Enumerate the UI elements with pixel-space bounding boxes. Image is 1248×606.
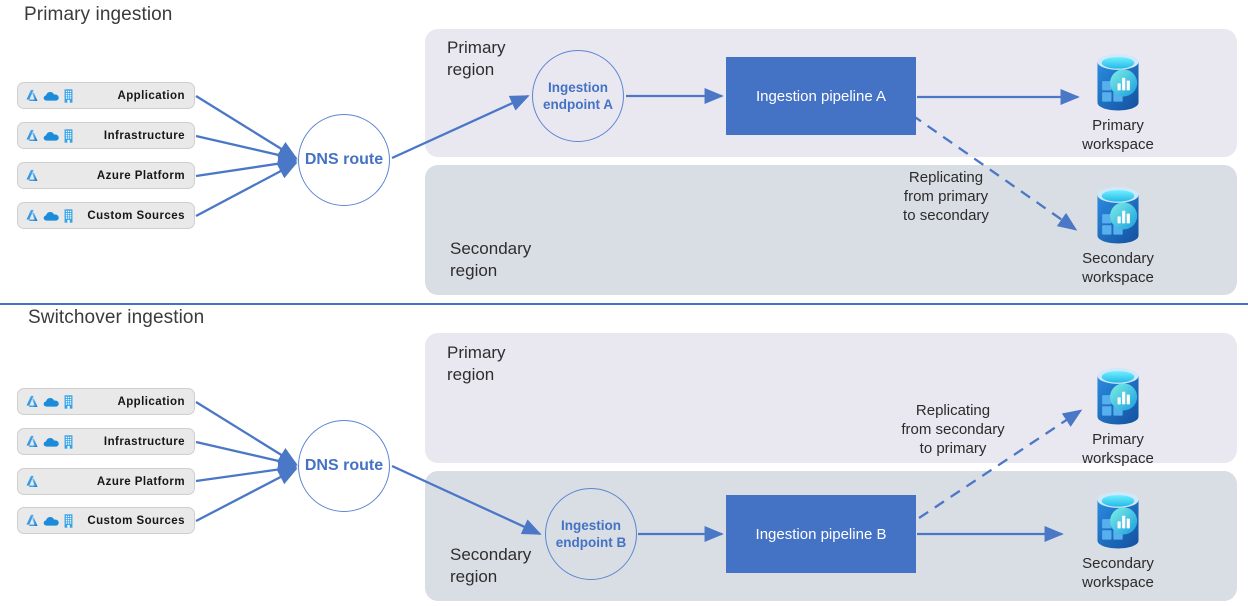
dns-route-label: DNS route	[304, 151, 384, 168]
cloud-icon	[43, 396, 60, 408]
dns-route-node-primary[interactable]: DNS route	[298, 114, 390, 206]
source-icon-group	[24, 434, 74, 450]
solid-arrow-connector	[195, 401, 298, 523]
source-label: Azure Platform	[96, 475, 185, 488]
azure-logo-icon	[24, 394, 40, 410]
source-icon-group	[24, 88, 74, 104]
azure-logo-icon	[24, 474, 40, 490]
source-pill-application[interactable]: Application	[17, 82, 195, 109]
source-pill-application-switchover[interactable]: Application	[17, 388, 195, 415]
primary-workspace-label: Primary workspace	[1082, 431, 1154, 467]
source-pill-azure-platform[interactable]: Azure Platform	[17, 162, 195, 189]
log-analytics-workspace-icon	[1090, 490, 1146, 550]
azure-logo-icon	[24, 88, 40, 104]
source-pill-azure-platform-switchover[interactable]: Azure Platform	[17, 468, 195, 495]
building-icon	[63, 208, 74, 224]
replication-note-secondary-to-primary: Replicating from secondary to primary	[901, 402, 1005, 457]
cloud-icon	[43, 436, 60, 448]
solid-arrow-connector	[195, 95, 298, 218]
building-icon	[63, 394, 74, 410]
source-label: Application	[117, 395, 185, 408]
source-pill-infrastructure[interactable]: Infrastructure	[17, 122, 195, 149]
ingestion-pipeline-b-label: Ingestion pipeline B	[755, 525, 887, 543]
secondary-region-label-bottom: Secondary region	[450, 545, 532, 586]
dns-route-node-switchover[interactable]: DNS route	[298, 420, 390, 512]
replication-note-primary-to-secondary: Replicating from primary to secondary	[903, 169, 989, 224]
log-analytics-workspace-icon	[1090, 52, 1146, 112]
section-divider	[0, 303, 1248, 305]
ingestion-pipeline-b-box[interactable]: Ingestion pipeline B	[726, 495, 916, 573]
cloud-icon	[43, 90, 60, 102]
source-icon-group	[24, 513, 74, 529]
azure-logo-icon	[24, 208, 40, 224]
source-label: Application	[117, 89, 185, 102]
source-label: Infrastructure	[103, 435, 185, 448]
ingestion-endpoint-a-label: Ingestion endpoint A	[543, 80, 613, 112]
cloud-icon	[43, 515, 60, 527]
primary-region-label-top: Primary region	[447, 38, 506, 79]
source-label: Custom Sources	[87, 209, 185, 222]
source-icon-group	[24, 474, 40, 490]
log-analytics-workspace-icon	[1090, 366, 1146, 426]
source-icon-group	[24, 128, 74, 144]
building-icon	[63, 128, 74, 144]
section-title-switchover-ingestion: Switchover ingestion	[28, 307, 205, 328]
source-pill-infrastructure-switchover[interactable]: Infrastructure	[17, 428, 195, 455]
primary-workspace-node-bottom[interactable]: Primary workspace	[1058, 366, 1178, 468]
secondary-region-label-top: Secondary region	[450, 239, 532, 280]
building-icon	[63, 434, 74, 450]
section-title-primary-ingestion: Primary ingestion	[24, 4, 173, 25]
source-pill-custom-sources-switchover[interactable]: Custom Sources	[17, 507, 195, 534]
secondary-workspace-node-bottom[interactable]: Secondary workspace	[1058, 490, 1178, 592]
azure-logo-icon	[24, 128, 40, 144]
source-label: Azure Platform	[96, 169, 185, 182]
secondary-workspace-node-top[interactable]: Secondary workspace	[1058, 185, 1178, 287]
ingestion-endpoint-b-label: Ingestion endpoint B	[555, 518, 627, 550]
source-pill-custom-sources[interactable]: Custom Sources	[17, 202, 195, 229]
primary-region-label-bottom: Primary region	[447, 343, 506, 384]
source-label: Infrastructure	[103, 129, 185, 142]
source-icon-group	[24, 168, 40, 184]
azure-logo-icon	[24, 168, 40, 184]
building-icon	[63, 513, 74, 529]
ingestion-pipeline-a-box[interactable]: Ingestion pipeline A	[726, 57, 916, 135]
source-label: Custom Sources	[87, 514, 185, 527]
azure-logo-icon	[24, 434, 40, 450]
building-icon	[63, 88, 74, 104]
primary-workspace-node-top[interactable]: Primary workspace	[1058, 52, 1178, 154]
primary-workspace-label: Primary workspace	[1082, 117, 1154, 153]
azure-logo-icon	[24, 513, 40, 529]
source-icon-group	[24, 394, 74, 410]
secondary-workspace-label: Secondary workspace	[1082, 250, 1154, 286]
ingestion-pipeline-a-label: Ingestion pipeline A	[755, 87, 887, 105]
source-icon-group	[24, 208, 74, 224]
cloud-icon	[43, 130, 60, 142]
cloud-icon	[43, 210, 60, 222]
log-analytics-workspace-icon	[1090, 185, 1146, 245]
ingestion-endpoint-a-node[interactable]: Ingestion endpoint A	[532, 50, 624, 142]
secondary-workspace-label: Secondary workspace	[1082, 555, 1154, 591]
dns-route-label: DNS route	[304, 457, 384, 474]
ingestion-endpoint-b-node[interactable]: Ingestion endpoint B	[545, 488, 637, 580]
